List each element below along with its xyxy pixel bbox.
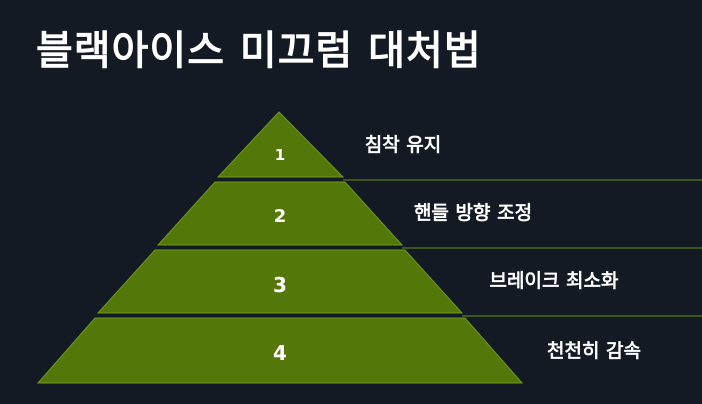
tier-1-number: 1	[275, 146, 285, 164]
tier-3-number: 3	[273, 273, 287, 297]
tier-4-shape	[36, 317, 524, 384]
tier-3-shape	[96, 249, 464, 314]
tier-2-number: 2	[274, 206, 287, 227]
tier-3-label: 브레이크 최소화	[490, 270, 619, 292]
tier-2-label: 핸들 방향 조정	[414, 202, 532, 224]
tier-4-number: 4	[273, 341, 287, 365]
page-title: 블랙아이스 미끄럼 대처법	[36, 28, 482, 74]
tier-2-shape	[156, 181, 404, 246]
tier-1-shape	[216, 111, 345, 178]
tier-1-label: 침착 유지	[365, 134, 442, 156]
tier-4-label: 천천히 감속	[547, 340, 641, 362]
